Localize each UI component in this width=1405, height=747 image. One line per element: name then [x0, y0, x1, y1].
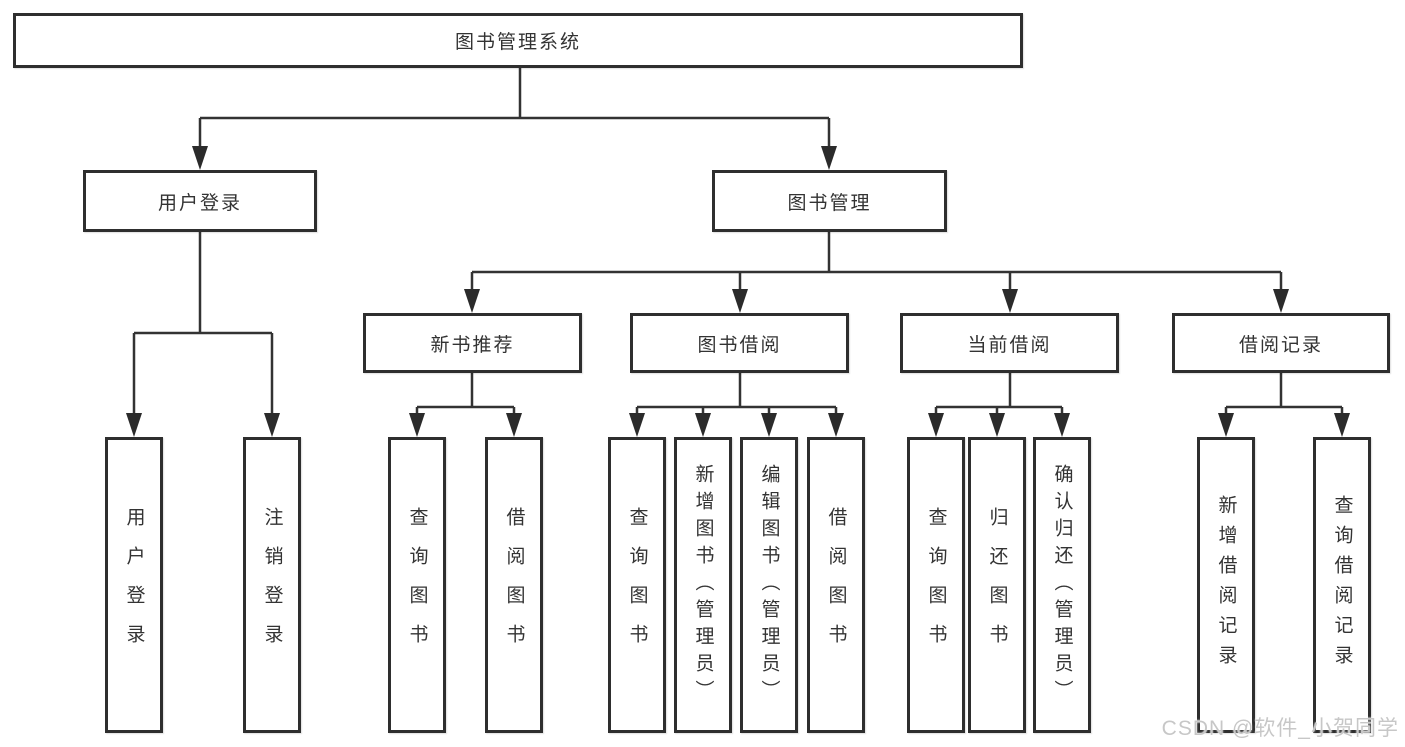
node-root-system: 图书管理系统	[13, 13, 1023, 68]
leaf-borrow-books-borrowing: 借阅图书	[807, 437, 865, 733]
leaf-logout: 注销登录	[243, 437, 301, 733]
node-user-login: 用户登录	[83, 170, 317, 232]
node-book-borrowing-label: 图书借阅	[697, 334, 782, 356]
node-root-label: 图书管理系统	[454, 32, 581, 53]
leaf-add-book-admin: 新增图书（管理员）	[674, 437, 732, 733]
leaf-confirm-return-admin: 确认归还（管理员）	[1033, 437, 1091, 733]
leaf-return-book-label: 归还图书	[986, 507, 1008, 663]
node-book-management: 图书管理	[712, 170, 947, 232]
node-new-book-recommend: 新书推荐	[363, 313, 582, 373]
node-book-borrowing: 图书借阅	[630, 313, 849, 373]
leaf-add-borrow-record-label: 新增借阅记录	[1215, 495, 1237, 675]
node-user-login-label: 用户登录	[157, 192, 242, 214]
leaf-borrow-books-borrowing-label: 借阅图书	[825, 507, 847, 663]
leaf-borrow-books-recommend-label: 借阅图书	[503, 507, 525, 663]
leaf-confirm-return-admin-label: 确认归还（管理员）	[1051, 463, 1073, 707]
leaf-query-books-current-label: 查询图书	[925, 507, 947, 663]
node-book-management-label: 图书管理	[787, 192, 872, 214]
node-borrowing-records: 借阅记录	[1172, 313, 1390, 373]
leaf-add-borrow-record: 新增借阅记录	[1197, 437, 1255, 733]
leaf-user-login: 用户登录	[105, 437, 163, 733]
leaf-logout-label: 注销登录	[261, 507, 283, 663]
leaf-return-book: 归还图书	[968, 437, 1026, 733]
leaf-query-borrow-record-label: 查询借阅记录	[1331, 495, 1353, 675]
leaf-borrow-books-recommend: 借阅图书	[485, 437, 543, 733]
leaf-edit-book-admin: 编辑图书（管理员）	[740, 437, 798, 733]
csdn-watermark: CSDN @软件_小贺同学	[1161, 717, 1399, 740]
leaf-query-books-current: 查询图书	[907, 437, 965, 733]
leaf-add-book-admin-label: 新增图书（管理员）	[692, 463, 714, 707]
node-current-borrowing-label: 当前借阅	[967, 334, 1052, 356]
node-new-book-recommend-label: 新书推荐	[430, 334, 515, 356]
leaf-user-login-label: 用户登录	[123, 507, 145, 663]
leaf-edit-book-admin-label: 编辑图书（管理员）	[758, 463, 780, 707]
leaf-query-books-recommend: 查询图书	[388, 437, 446, 733]
node-borrowing-records-label: 借阅记录	[1238, 334, 1323, 356]
leaf-query-books-borrowing-label: 查询图书	[626, 507, 648, 663]
node-current-borrowing: 当前借阅	[900, 313, 1119, 373]
leaf-query-books-recommend-label: 查询图书	[406, 507, 428, 663]
leaf-query-borrow-record: 查询借阅记录	[1313, 437, 1371, 733]
leaf-query-books-borrowing: 查询图书	[608, 437, 666, 733]
